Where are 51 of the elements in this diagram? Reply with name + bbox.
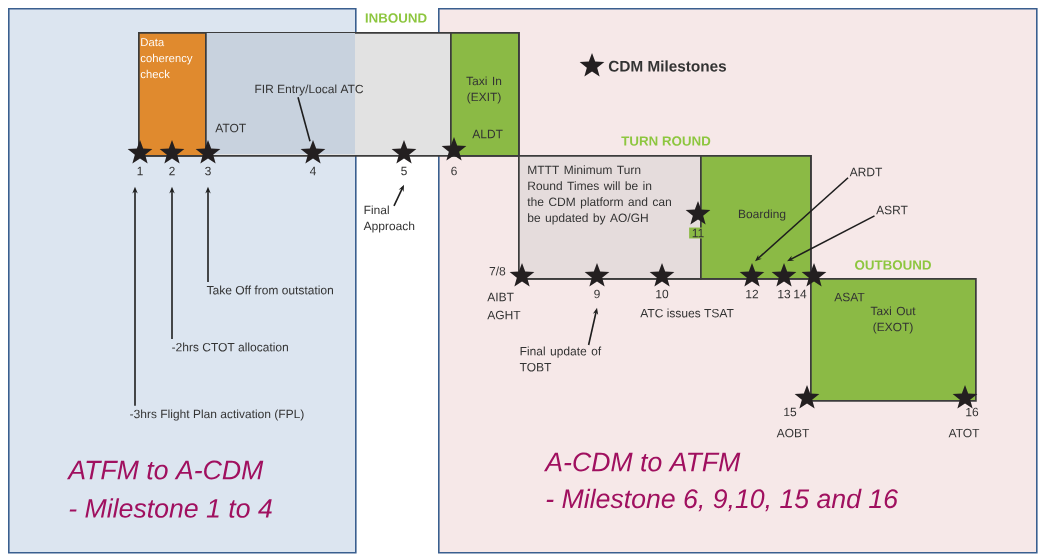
annotation-text: Final update of TOBT — [519, 346, 602, 372]
annotation-text: Take Off from outstation — [206, 285, 333, 295]
milestone-label: AGHT — [487, 310, 521, 320]
node-label: TURN ROUND — [621, 136, 711, 146]
milestone-star — [649, 263, 675, 287]
milestone-label: 4 — [309, 166, 316, 176]
annotation-text: ASRT — [876, 205, 908, 215]
milestone-star — [771, 263, 797, 287]
milestone-label: 6 — [451, 166, 457, 176]
milestone-label: 1 — [137, 166, 143, 176]
milestone-label: 7/8 — [489, 266, 506, 276]
milestone-label: 12 — [746, 289, 759, 299]
milestone-label: 14 — [794, 289, 807, 299]
milestone-star — [584, 263, 610, 287]
milestone-label: ATOT — [215, 123, 246, 133]
milestone-star — [300, 140, 326, 164]
milestone-label: 2 — [169, 166, 175, 176]
milestone-label: 10 — [656, 289, 669, 299]
milestone-label: ASAT — [834, 292, 865, 302]
milestone-label: AOBT — [776, 428, 810, 438]
milestone-label: AIBT — [487, 292, 514, 302]
milestone-star — [159, 140, 185, 164]
milestone-star — [195, 140, 221, 164]
annotation-text: ARDT — [849, 167, 883, 177]
milestone-label: 16 — [966, 407, 979, 417]
milestone-star — [794, 385, 820, 409]
annotation-text: -3hrs Flight Plan activation (FPL) — [130, 409, 304, 421]
milestone-label: 13 — [778, 289, 791, 299]
node-label: OUTBOUND — [855, 260, 931, 270]
milestone-label: ATC issues TSAT — [640, 308, 734, 318]
milestone-star — [127, 140, 153, 164]
node-label: INBOUND — [365, 13, 427, 23]
milestone-star — [685, 201, 711, 225]
phase-box: Data coherency check — [138, 32, 207, 157]
annotation-text: Final Approach — [363, 205, 415, 233]
milestone-star — [391, 140, 417, 164]
milestone-label: 3 — [205, 166, 211, 176]
milestone-star — [441, 137, 467, 161]
legend-text: CDM Milestones — [608, 60, 727, 72]
leader-arrow — [787, 215, 876, 262]
milestone-label: 5 — [401, 166, 407, 176]
milestone-label: 11 — [689, 227, 707, 239]
milestone-star — [509, 263, 535, 287]
milestone-label: ALDT — [472, 129, 503, 139]
milestone-star — [801, 263, 827, 287]
milestone-star — [952, 385, 978, 409]
milestone-label: 9 — [594, 289, 600, 299]
milestone-star — [739, 263, 765, 287]
milestone-label: ATOT — [948, 428, 980, 438]
milestone-label: 15 — [784, 407, 797, 417]
annotation-text: -2hrs CTOT allocation — [172, 342, 288, 352]
